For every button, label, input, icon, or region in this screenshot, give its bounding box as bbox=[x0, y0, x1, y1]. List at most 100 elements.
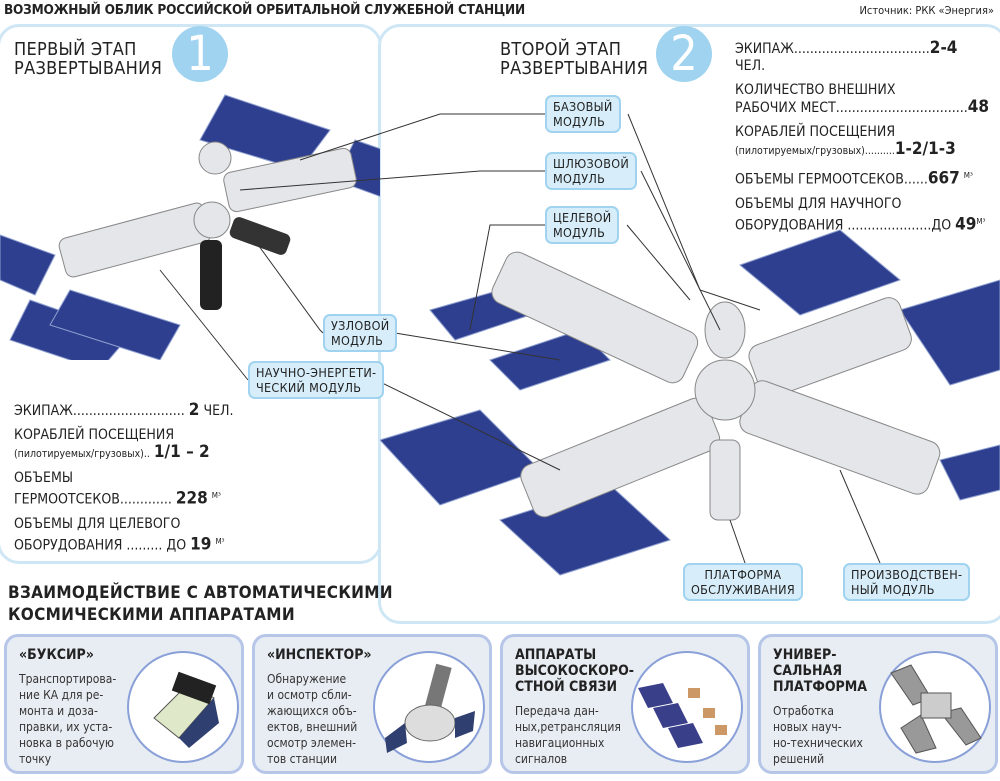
infographic-title: ВОЗМОЖНЫЙ ОБЛИК РОССИЙСКОЙ ОРБИТАЛЬНОЙ С… bbox=[4, 2, 525, 18]
stage1-station-illustration bbox=[0, 94, 380, 360]
text-line: осмотр элемен- bbox=[267, 736, 357, 750]
stage2-stats: ЭКИПАЖ..................................… bbox=[735, 40, 990, 241]
stage1-title: ПЕРВЫЙ ЭТАП РАЗВЕРТЫВАНИЯ bbox=[14, 40, 162, 78]
callout-text: ОБСЛУЖИВАНИЯ bbox=[691, 582, 795, 597]
card-title-line: «ИНСПЕКТОР» bbox=[267, 647, 372, 663]
stat-label: ОБОРУДОВАНИЯ ......... ДО bbox=[14, 537, 187, 554]
text-line: сигналов bbox=[515, 752, 568, 766]
stat-sublabel: (пилотируемых/грузовых).. bbox=[14, 448, 150, 460]
stage1-number-badge: 1 bbox=[172, 26, 228, 82]
text-line: ектов, внешний bbox=[267, 720, 358, 734]
callout-text: МОДУЛЬ bbox=[553, 225, 606, 240]
stat-value: 1/1 – 2 bbox=[153, 442, 210, 462]
stat-value: 49 bbox=[955, 214, 977, 235]
stat-label: ОБЪЕМЫ ГЕРМООТСЕКОВ...... bbox=[735, 171, 928, 188]
stat-label: ОБЪЕМЫ ДЛЯ НАУЧНОГО bbox=[735, 195, 902, 212]
tug-spacecraft-image bbox=[127, 651, 239, 763]
text-line: тов станции bbox=[267, 752, 337, 766]
stat-crew: ЭКИПАЖ..................................… bbox=[735, 40, 990, 75]
soyuz-ship bbox=[200, 240, 222, 310]
stat-label: КОЛИЧЕСТВО ВНЕШНИХ bbox=[735, 82, 896, 98]
callout-text: ШЛЮЗОВОЙ bbox=[553, 156, 630, 171]
text-line: Транспортирова- bbox=[19, 672, 117, 686]
stage1-panel bbox=[0, 24, 382, 564]
stat-unit: М³ bbox=[963, 171, 973, 180]
section-title-line: КОСМИЧЕСКИМИ АППАРАТАМИ bbox=[8, 605, 295, 625]
callout-text: НЫЙ МОДУЛЬ bbox=[851, 582, 935, 597]
stat-value: 48 bbox=[967, 97, 990, 117]
callout-text: ПЛАТФОРМА bbox=[704, 567, 782, 582]
text-line: и осмотр сбли- bbox=[267, 688, 352, 702]
stat-value: 667 bbox=[927, 168, 960, 189]
stat-label: РАБОЧИХ МЕСТ............................… bbox=[735, 100, 968, 116]
stage2-title: ВТОРОЙ ЭТАП РАЗВЕРТЫВАНИЯ bbox=[500, 40, 648, 78]
text-line: точку bbox=[19, 752, 52, 766]
callout-production-module: ПРОИЗВОДСТВЕН-НЫЙ МОДУЛЬ bbox=[843, 563, 971, 601]
text-line: жающихся объ- bbox=[267, 704, 357, 718]
stat-unit: М³ bbox=[215, 536, 225, 546]
stat-external-workplaces: КОЛИЧЕСТВО ВНЕШНИХ РАБОЧИХ МЕСТ..........… bbox=[735, 82, 990, 117]
universal-platform-image bbox=[879, 651, 991, 763]
card-title: «ИНСПЕКТОР» bbox=[267, 647, 372, 663]
stat-unit: М³ bbox=[976, 216, 986, 226]
text-line: решений bbox=[773, 752, 825, 766]
callout-text: МОДУЛЬ bbox=[331, 333, 384, 348]
solar-panel bbox=[0, 234, 56, 296]
card-text: Транспортирова-ние КА для ре-монта и доз… bbox=[19, 671, 116, 767]
card-title-line: АППАРАТЫ bbox=[515, 647, 597, 663]
stat-label: ОБЪЕМЫ bbox=[14, 470, 73, 486]
callout-science-power-module: НАУЧНО-ЭНЕРГЕТИ-ЧЕСКИЙ МОДУЛЬ bbox=[248, 361, 385, 399]
stat-value: 228 bbox=[175, 488, 208, 509]
text-line: но-технических bbox=[773, 736, 863, 750]
solar-panel bbox=[49, 289, 181, 360]
stage1-title-line: РАЗВЕРТЫВАНИЯ bbox=[14, 58, 163, 79]
inspector-spacecraft-image bbox=[373, 651, 485, 763]
stat-crew: ЭКИПАЖ............................ 2 ЧЕЛ… bbox=[14, 402, 244, 420]
stat-unit: ЧЕЛ. bbox=[735, 58, 766, 74]
stat-label: ЭКИПАЖ............................ bbox=[14, 403, 185, 419]
card-title-line: ПЛАТФОРМА bbox=[773, 679, 868, 695]
text-line: ние КА для ре- bbox=[19, 688, 104, 702]
stage2-title-line: РАЗВЕРТЫВАНИЯ bbox=[500, 58, 649, 79]
card-tug: «БУКСИР» Транспортирова-ние КА для ре-мо… bbox=[4, 634, 244, 774]
stage1-title-line: ПЕРВЫЙ ЭТАП bbox=[14, 39, 137, 60]
text-line: Отработка bbox=[773, 704, 834, 718]
callout-text: НАУЧНО-ЭНЕРГЕТИ- bbox=[256, 365, 377, 380]
stat-value: 2-4 bbox=[929, 38, 958, 58]
callout-text: БАЗОВЫЙ bbox=[553, 99, 613, 114]
stat-sublabel: (пилотируемых/грузовых).......... bbox=[735, 145, 895, 157]
stat-label: ОБЪЕМЫ ДЛЯ ЦЕЛЕВОГО bbox=[14, 515, 181, 532]
text-line: новых науч- bbox=[773, 720, 842, 734]
stat-label: ГЕРМООТСЕКОВ............. bbox=[14, 491, 172, 508]
interaction-section-title: ВЗАИМОДЕЙСТВИЕ С АВТОМАТИЧЕСКИМИ КОСМИЧЕ… bbox=[8, 582, 393, 626]
text-line: Обнаружение bbox=[267, 672, 347, 686]
callout-text: МОДУЛЬ bbox=[553, 114, 606, 129]
callout-text: ЧЕСКИЙ МОДУЛЬ bbox=[256, 380, 362, 395]
stat-unit: ЧЕЛ. bbox=[203, 403, 234, 419]
stage2-number-badge: 2 bbox=[656, 26, 712, 82]
comm-satellites-image bbox=[631, 651, 743, 763]
stat-unit: М³ bbox=[211, 491, 221, 500]
base-module bbox=[223, 147, 357, 213]
node-module bbox=[193, 201, 231, 239]
card-title: «БУКСИР» bbox=[19, 647, 94, 663]
text-line: монта и доза- bbox=[19, 704, 98, 718]
stat-label: ЭКИПАЖ.................................. bbox=[735, 41, 930, 57]
stat-label: КОРАБЛЕЙ ПОСЕЩЕНИЯ bbox=[14, 427, 175, 443]
callout-text: ПРОИЗВОДСТВЕН- bbox=[851, 567, 963, 582]
section-title-line: ВЗАИМОДЕЙСТВИЕ С АВТОМАТИЧЕСКИМИ bbox=[8, 583, 393, 603]
text-line: Передача дан- bbox=[515, 704, 599, 718]
stage1-stats: ЭКИПАЖ............................ 2 ЧЕЛ… bbox=[14, 402, 244, 561]
text-line: новка в рабочую bbox=[19, 736, 114, 750]
card-title-line: УНИВЕР- bbox=[773, 647, 837, 663]
